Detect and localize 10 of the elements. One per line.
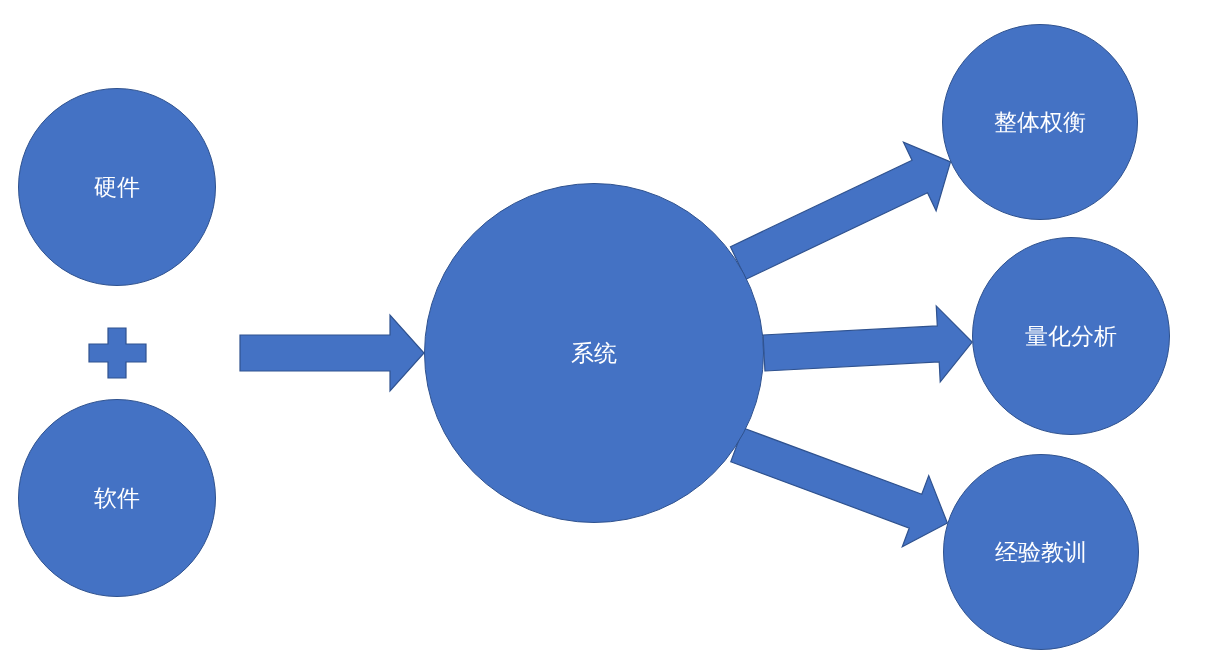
block-arrow (729, 141, 952, 280)
block-arrow (762, 304, 973, 384)
node-label: 经验教训 (995, 537, 1087, 567)
block-arrow (239, 313, 425, 393)
node-label: 整体权衡 (994, 107, 1086, 137)
block-arrow (729, 427, 949, 549)
node-label: 量化分析 (1025, 321, 1117, 351)
node-label: 软件 (94, 483, 140, 513)
node-label: 硬件 (94, 172, 140, 202)
node-label: 系统 (571, 338, 617, 368)
